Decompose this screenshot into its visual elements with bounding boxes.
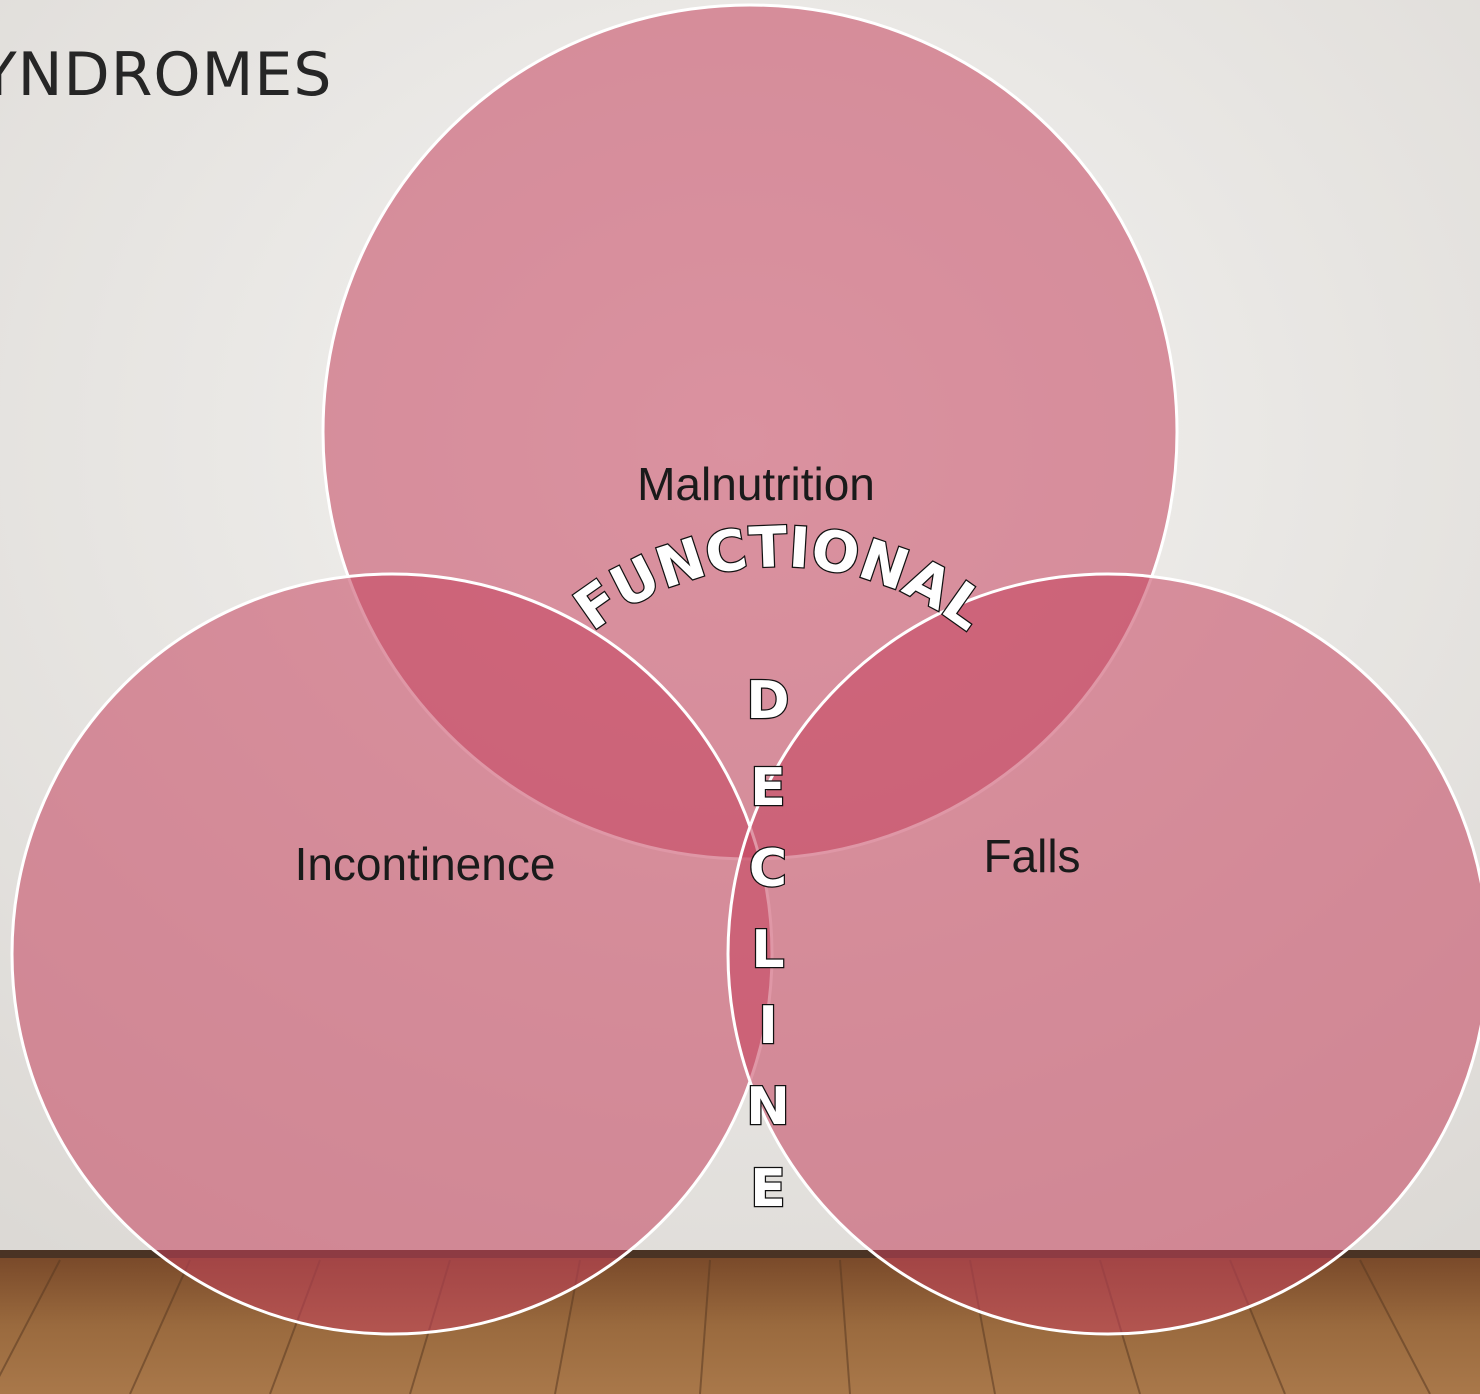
decline-letter-l-3: L (751, 920, 784, 980)
circle-incontinence (12, 574, 772, 1334)
decline-letter-e-6: E (750, 1159, 786, 1219)
decline-letter-n-5: N (746, 1077, 790, 1137)
label-falls: Falls (983, 830, 1080, 882)
decline-letter-c-2: C (749, 839, 787, 899)
circle-falls (728, 574, 1480, 1334)
decline-letter-d-0: D (746, 671, 789, 731)
label-malnutrition: Malnutrition (637, 458, 875, 510)
decline-letter-i-4: I (758, 996, 777, 1056)
decline-letter-e-1: E (750, 758, 786, 818)
label-incontinence: Incontinence (295, 838, 556, 890)
